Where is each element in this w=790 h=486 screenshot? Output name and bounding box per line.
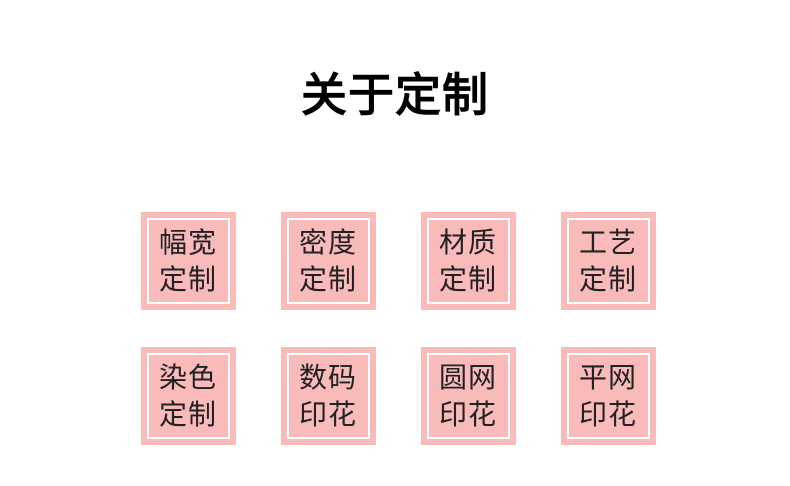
tile-label-line2: 定制 [438,264,497,295]
section-title: 关于定制 [301,70,489,121]
tile-label-line1: 材质 [438,227,497,258]
tile-label-line1: 圆网 [438,362,497,393]
tile-width-customization: 幅宽 定制 [140,212,236,310]
tile-craft-customization: 工艺 定制 [560,212,656,310]
tile-material-customization: 材质 定制 [420,212,516,310]
tile-label: 密度 定制 [299,224,357,298]
tile-label: 幅宽 定制 [159,224,217,298]
tile-label: 材质 定制 [439,224,497,298]
tile-label-line2: 定制 [298,264,357,295]
tile-label-line2: 定制 [158,399,217,430]
tile-label-line2: 定制 [158,264,217,295]
tile-label-line2: 印花 [578,399,637,430]
tile-density-customization: 密度 定制 [280,212,376,310]
tile-rotary-screen-printing: 圆网 印花 [420,347,516,445]
tile-label-line1: 幅宽 [158,227,217,258]
tile-flat-screen-printing: 平网 印花 [560,347,656,445]
tile-label: 工艺 定制 [579,224,637,298]
tile-label-line2: 定制 [578,264,637,295]
tile-label: 圆网 印花 [439,359,497,433]
tile-label: 平网 印花 [579,359,637,433]
tile-label: 染色 定制 [159,359,217,433]
tile-digital-printing: 数码 印花 [280,347,376,445]
customization-tile-grid: 幅宽 定制 密度 定制 材质 定制 工艺 定制 [135,212,656,445]
tile-label-line1: 数码 [298,362,357,393]
tile-dyeing-customization: 染色 定制 [140,347,236,445]
tile-label: 数码 印花 [299,359,357,433]
tile-label-line1: 染色 [158,362,217,393]
tile-label-line1: 工艺 [578,227,637,258]
tile-label-line2: 印花 [438,399,497,430]
tile-label-line1: 平网 [578,362,637,393]
tile-label-line2: 印花 [298,399,357,430]
tile-label-line1: 密度 [298,227,357,258]
